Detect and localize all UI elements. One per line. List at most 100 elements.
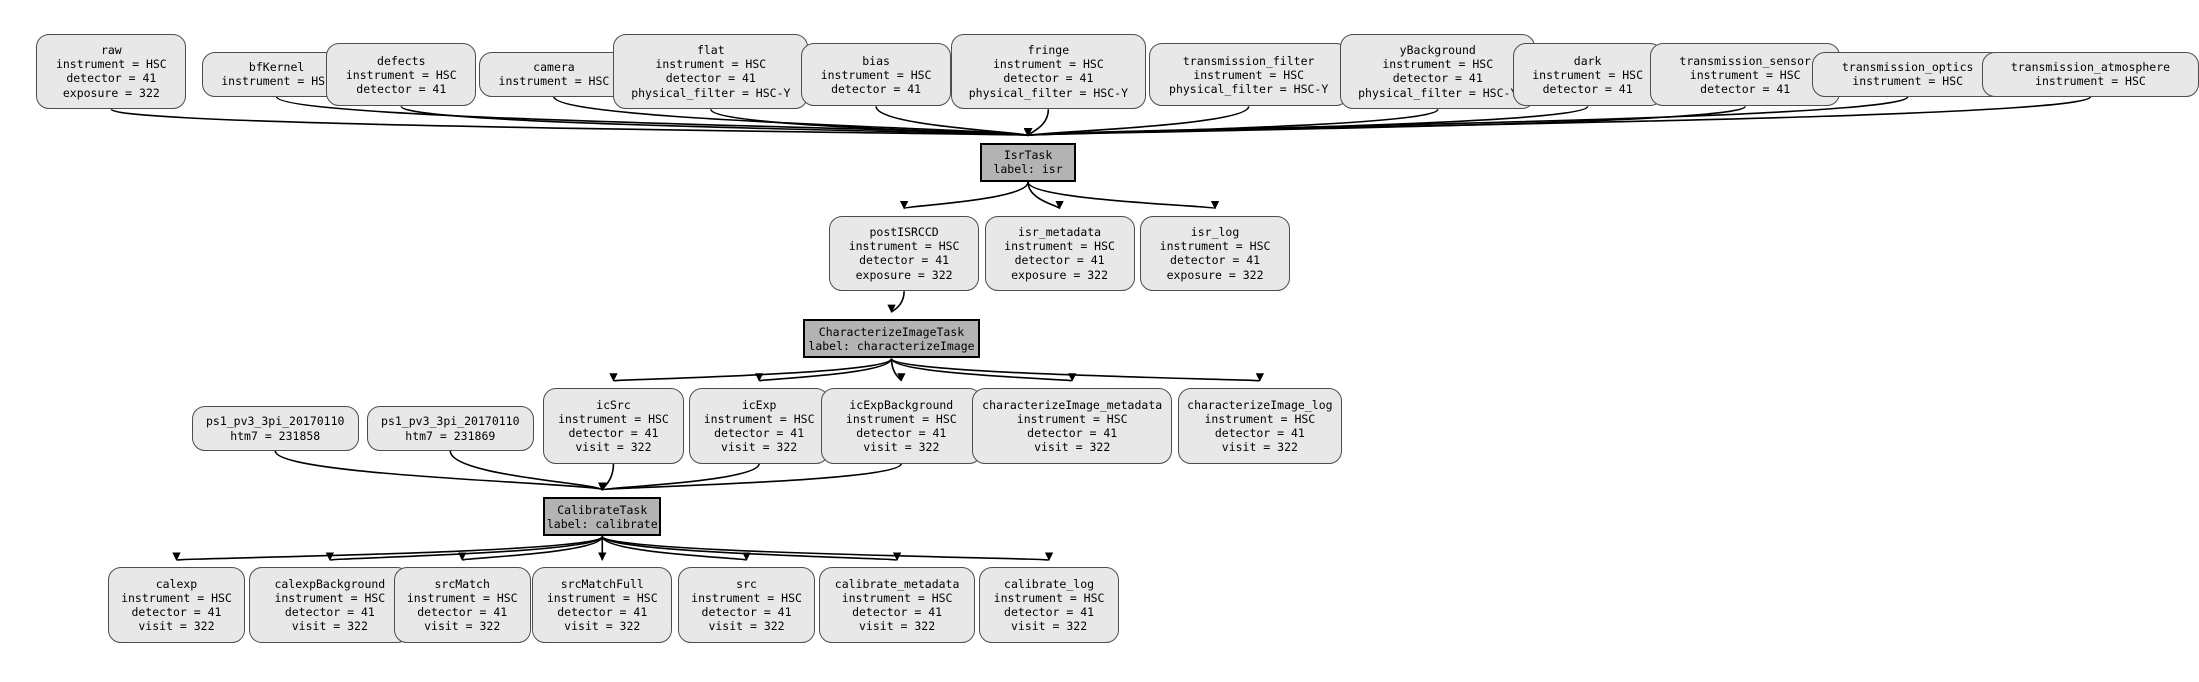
node-line: instrument = HSC (121, 590, 232, 605)
node-line: detector = 41 (1170, 253, 1261, 268)
node-line: transmission_atmosphere (2010, 60, 2171, 75)
node-line: defects (377, 53, 426, 68)
node-line: visit = 322 (575, 439, 652, 454)
node-line: transmission_optics (1841, 60, 1974, 75)
edge-defects-to-IsrTask (400, 105, 1031, 137)
node-line: raw (100, 43, 122, 58)
node-line: transmission_sensor (1679, 53, 1811, 68)
node-line: CalibrateTask (557, 502, 648, 517)
edge-icExp-to-CalibrateTask (598, 463, 760, 491)
node-line: detector = 41 (1214, 425, 1305, 440)
node-line: instrument = HSC (848, 239, 960, 254)
edge-fringe-to-IsrTask (1023, 109, 1050, 137)
node-line: visit = 322 (721, 439, 798, 454)
node-line: calibrate_log (1004, 576, 1095, 591)
edge-raw-to-IsrTask (110, 108, 1030, 137)
node-line: detector = 41 (1700, 81, 1791, 96)
node-line: characterizeImage_metadata (982, 397, 1163, 412)
node-line: htm7 = 231869 (405, 428, 496, 443)
node-line: detector = 41 (356, 81, 447, 96)
node-line: instrument = HSC (1016, 411, 1128, 426)
node-line: fringe (1027, 43, 1070, 58)
node-line: instrument = HSC (1193, 67, 1305, 82)
edge-IsrTask-to-isr_metadata (1027, 181, 1064, 210)
edge-flat-to-IsrTask (710, 108, 1032, 137)
node-line: isr_metadata (1018, 225, 1102, 240)
node-line: dark (1573, 53, 1602, 68)
node-line: detector = 41 (852, 604, 943, 619)
node-line: detector = 41 (131, 604, 222, 619)
edge-postISRCCD-to-CharacterizeImageTask (887, 291, 905, 314)
node-line: physical_filter = HSC-Y (1358, 85, 1518, 100)
node-line: visit = 322 (1010, 619, 1088, 634)
node-line: exposure = 322 (1011, 267, 1109, 282)
node-line: src (736, 576, 757, 591)
node-line: instrument = HSC (691, 590, 802, 605)
node-line: instrument = HSC (558, 411, 669, 426)
node-line: icExpBackground (849, 397, 954, 412)
node-line: detector = 41 (1003, 71, 1094, 86)
node-line: visit = 322 (859, 619, 936, 634)
node-line: detector = 41 (1014, 253, 1105, 268)
node-line: exposure = 322 (1166, 267, 1264, 282)
node-line: physical_filter = HSC-Y (631, 85, 791, 100)
node-line: detector = 41 (1027, 425, 1118, 440)
node-line: detector = 41 (284, 604, 375, 619)
node-line: visit = 322 (138, 619, 215, 634)
edge-CalibrateTask-to-srcMatch (458, 535, 604, 561)
node-line: detector = 41 (417, 604, 508, 619)
edge-IsrTask-to-isr_log (1027, 181, 1219, 210)
node-line: instrument = HSC (1204, 411, 1316, 426)
node-line: visit = 322 (564, 619, 641, 634)
node-line: icSrc (596, 397, 631, 412)
node-line: instrument = HSC (703, 411, 815, 426)
node-line: detector = 41 (856, 425, 947, 440)
node-line: instrument = HSC (55, 57, 167, 72)
node-line: ps1_pv3_3pi_20170110 (205, 414, 345, 429)
node-line: instrument = HSC (993, 590, 1105, 605)
node-line: visit = 322 (291, 619, 368, 634)
node-line: instrument = HSC (992, 57, 1104, 72)
node-line: htm7 = 231858 (230, 428, 321, 443)
node-line: srcMatch (434, 576, 490, 591)
node-line: instrument = HSC (498, 74, 610, 89)
node-line: detector = 41 (1392, 71, 1483, 86)
node-line: instrument = HSC (820, 67, 932, 82)
edge-CharacterizeImageTask-to-icExp (755, 358, 893, 382)
node-line: instrument = HSC (546, 590, 658, 605)
edge-bias-to-IsrTask (875, 106, 1032, 137)
node-line: calibrate_metadata (834, 576, 960, 591)
node-line: camera (533, 60, 575, 75)
